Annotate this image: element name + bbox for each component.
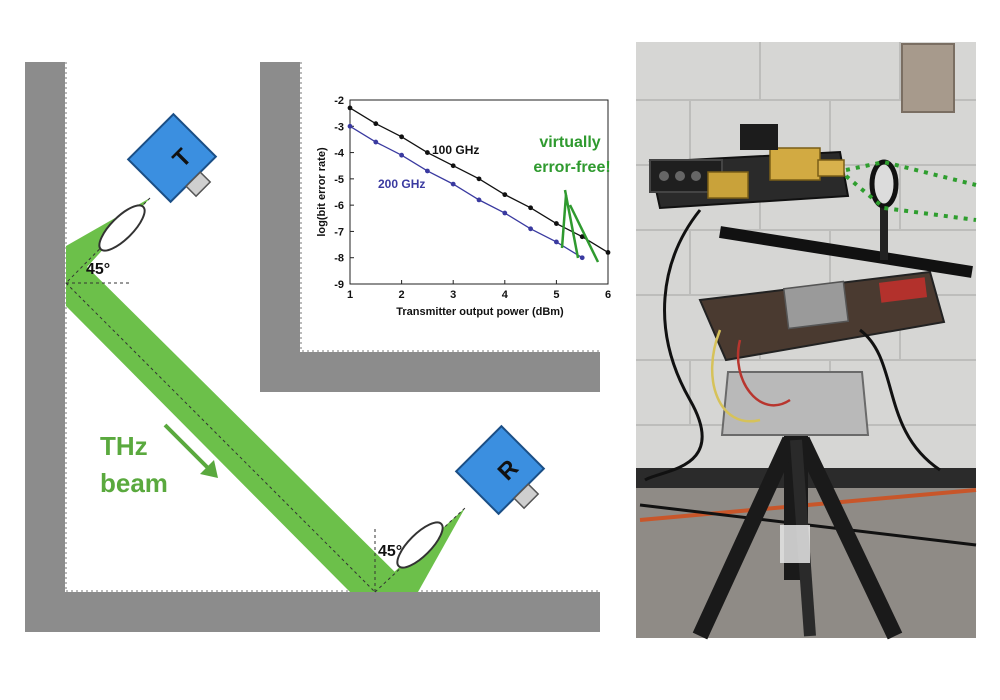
series-point-0 <box>579 234 585 240</box>
angle-label-bottom: 45° <box>378 543 402 560</box>
cable-yellow <box>711 329 761 423</box>
beam-direction-arrow <box>163 423 212 472</box>
corridor-diagram: T R 45° 45° THz beam <box>25 62 600 632</box>
lens-post <box>880 200 888 260</box>
x-ticks: 1 2 3 4 5 6 <box>347 280 611 301</box>
chart-plot-frame <box>349 99 609 285</box>
series-point-0 <box>554 221 559 226</box>
x-tick-label: 5 <box>553 289 559 301</box>
annotation-line1: virtually <box>539 134 600 151</box>
y-tick-label: -5 <box>334 174 344 186</box>
series-point-1 <box>373 139 379 145</box>
bottom-wall <box>25 592 600 632</box>
optical-rail <box>719 226 973 278</box>
series-label-100: 100 GHz <box>432 143 479 157</box>
beam-overlay-bottom <box>844 174 977 222</box>
series-point-1 <box>502 210 508 216</box>
series-point-0 <box>347 105 353 111</box>
beam-label-line2: beam <box>100 468 168 498</box>
tripod-leg-right <box>794 436 903 640</box>
inner-wall-vertical <box>260 62 300 392</box>
cable-right <box>859 328 941 472</box>
series-point-1 <box>554 239 559 245</box>
beam-label-line1: THz <box>100 431 148 461</box>
connector-3 <box>691 171 701 181</box>
series-line-1 <box>349 125 583 259</box>
left-wall <box>25 62 65 632</box>
photo-setup <box>636 42 977 640</box>
y-tick-label: -3 <box>334 121 344 133</box>
rx-lens <box>396 521 444 569</box>
series-point-0 <box>502 192 508 198</box>
chart-xlabel: Transmitter output power (dBm) <box>396 306 564 318</box>
board-red-strip <box>878 277 928 303</box>
gold-component-2 <box>769 147 821 181</box>
y-tick-label: -9 <box>334 279 344 291</box>
cable-red <box>736 339 791 407</box>
x-tick-label: 2 <box>399 289 405 301</box>
x-tick-label: 1 <box>347 289 353 301</box>
board-chip <box>782 280 850 330</box>
inner-wall-horizontal <box>260 352 600 392</box>
angle-label-top: 45° <box>86 261 110 278</box>
y-tick-label: -7 <box>334 226 344 238</box>
beam-overlay-top <box>845 159 977 187</box>
beam-centerline <box>65 282 376 593</box>
annotation-pointer-1 <box>563 189 580 259</box>
chart-ylabel: log(bit error rate) <box>316 147 328 237</box>
gold-horn <box>817 159 845 177</box>
ber-chart: 1 2 3 4 5 6 -2 -3 -4 -5 -6 -7 -8 -9 Transmitter outp… <box>316 95 611 318</box>
series-point-1 <box>347 123 353 129</box>
thz-beam-band <box>66 246 415 592</box>
series-point-1 <box>425 168 430 174</box>
series-point-1 <box>579 255 585 261</box>
series-points <box>347 105 611 261</box>
series-point-0 <box>425 150 430 155</box>
tripod-leg-left <box>692 436 798 640</box>
gold-component-1 <box>707 171 749 199</box>
series-point-1 <box>450 181 456 187</box>
series-point-0 <box>476 176 482 182</box>
beam-direction-arrowhead <box>200 460 218 478</box>
tx-lens <box>98 204 146 252</box>
y-tick-label: -6 <box>334 200 344 212</box>
series-point-0 <box>528 205 533 211</box>
tripod-tape <box>780 525 810 563</box>
series-point-0 <box>373 121 379 127</box>
series-point-0 <box>605 250 611 255</box>
y-tick-label: -4 <box>334 148 345 160</box>
annotation-line2: error-free! <box>533 159 610 176</box>
y-ticks: -2 -3 -4 -5 -6 -7 -8 -9 <box>334 95 354 291</box>
series-point-1 <box>476 197 482 203</box>
annotation-pointer-2 <box>568 204 600 263</box>
series-point-1 <box>528 226 533 232</box>
transmitter <box>126 112 218 204</box>
cable-left <box>644 209 704 482</box>
series-point-1 <box>399 152 404 158</box>
wall-plate <box>901 43 955 113</box>
black-block <box>740 124 778 150</box>
series-label-200: 200 GHz <box>378 177 425 191</box>
y-tick-label: -8 <box>334 253 344 265</box>
series-point-0 <box>450 163 456 169</box>
connector-1 <box>659 171 669 181</box>
annotation-pointer-3 <box>560 194 568 249</box>
series-point-0 <box>399 134 404 140</box>
connector-2 <box>675 171 685 181</box>
tx-beam-cone-2 <box>66 198 150 290</box>
x-tick-label: 6 <box>605 289 611 301</box>
y-tick-label: -2 <box>334 95 344 107</box>
x-tick-label: 4 <box>502 289 509 301</box>
photo-lens <box>869 159 899 209</box>
receiver <box>454 424 546 516</box>
x-tick-label: 3 <box>450 289 456 301</box>
